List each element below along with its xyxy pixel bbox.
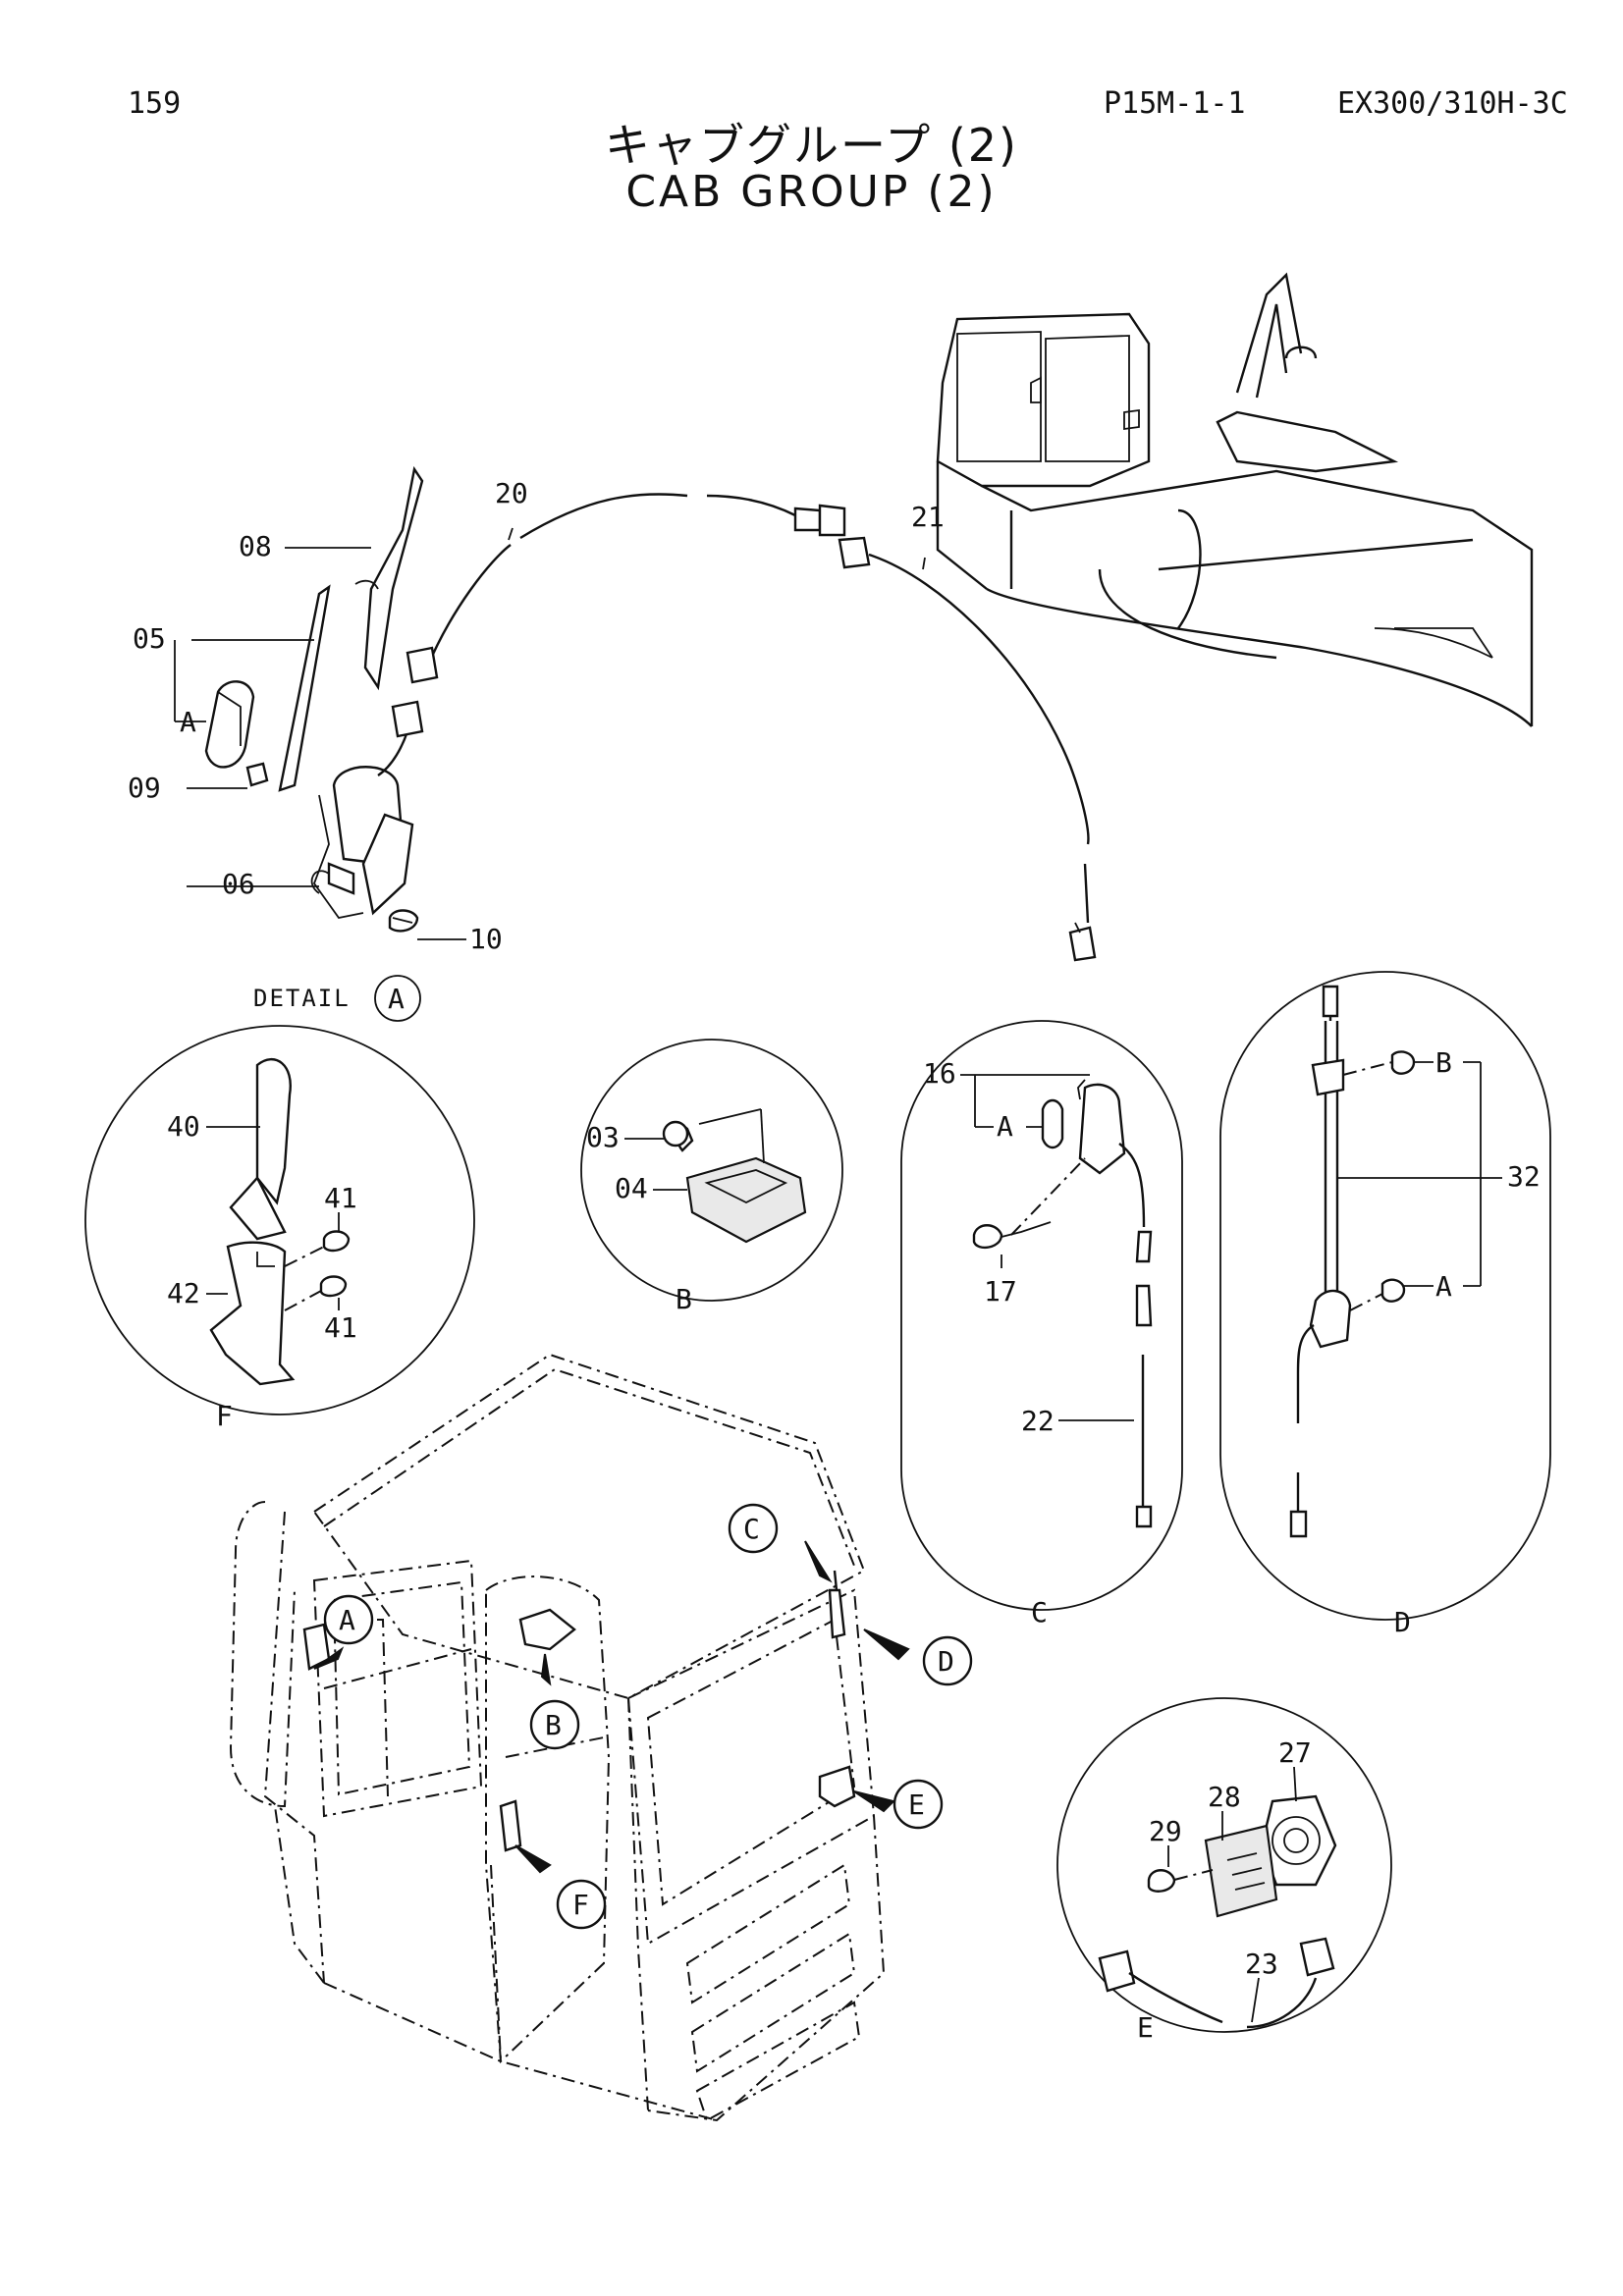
detail-f-letter: F <box>216 1400 233 1432</box>
part-label-04: 04 <box>615 1172 648 1204</box>
svg-text:F: F <box>572 1889 589 1921</box>
part-label-28: 28 <box>1208 1781 1241 1813</box>
excavator-illustration <box>936 272 1534 727</box>
part-label-21: 21 <box>911 501 945 533</box>
detail-c-antenna-lamp <box>900 1020 1183 1611</box>
part-label-06: 06 <box>222 868 255 900</box>
svg-text:D: D <box>938 1645 954 1678</box>
detail-a-circle-letter: A <box>388 983 405 1015</box>
svg-text:C: C <box>743 1513 760 1545</box>
detail-b-switch <box>580 1039 843 1302</box>
detail-b-leaders <box>624 1138 687 1191</box>
detail-f-leaders <box>206 1126 340 1310</box>
page-number: 159 <box>128 86 182 121</box>
detail-caption: DETAIL <box>253 985 351 1012</box>
ref-label-d-a: A <box>1435 1270 1452 1303</box>
detail-c-letter: C <box>1031 1596 1048 1629</box>
part-label-08: 08 <box>239 530 272 562</box>
part-label-16: 16 <box>923 1057 956 1090</box>
detail-a-circle <box>374 975 421 1022</box>
detail-e-letter: E <box>1137 2011 1154 2044</box>
cab-callout-b: B <box>529 1699 580 1750</box>
cab-illustration <box>229 1353 910 2122</box>
ref-label-a: A <box>180 706 196 738</box>
part-label-20: 20 <box>495 477 528 509</box>
part-label-40: 40 <box>167 1110 200 1143</box>
page-code: P15M-1-1 <box>1104 86 1246 121</box>
cab-callout-d: D <box>922 1635 973 1686</box>
cab-callout-e: E <box>893 1779 944 1830</box>
ref-label-d-b: B <box>1435 1046 1452 1079</box>
title-japanese: キャブグループ (2) <box>604 119 1019 172</box>
part-label-10: 10 <box>469 923 503 955</box>
part-label-23: 23 <box>1245 1948 1278 1980</box>
cab-callout-c: C <box>728 1503 779 1554</box>
part-label-03: 03 <box>586 1121 620 1153</box>
detail-a-wiper-assembly <box>204 465 1097 962</box>
part-label-41-bottom: 41 <box>324 1311 357 1344</box>
detail-d-leaders <box>1337 1061 1502 1287</box>
part-label-09: 09 <box>128 772 161 804</box>
part-label-27: 27 <box>1278 1736 1312 1769</box>
part-label-05: 05 <box>133 622 166 655</box>
part-label-32: 32 <box>1507 1160 1541 1193</box>
detail-c-leaders <box>960 1074 1134 1421</box>
svg-text:B: B <box>545 1709 562 1741</box>
cab-callout-a: A <box>323 1594 374 1645</box>
detail-e-speaker <box>1056 1697 1392 2033</box>
detail-d-antenna <box>1219 971 1551 1621</box>
title-english: CAB GROUP (2) <box>625 167 998 217</box>
detail-b-letter: B <box>676 1283 692 1315</box>
cab-callout-f: F <box>556 1879 607 1930</box>
part-label-17: 17 <box>984 1275 1017 1308</box>
detail-a-leaders <box>174 527 926 940</box>
detail-d-letter: D <box>1394 1606 1411 1638</box>
part-label-42: 42 <box>167 1277 200 1309</box>
part-label-22: 22 <box>1021 1405 1055 1437</box>
detail-f-lever <box>84 1025 475 1415</box>
svg-text:A: A <box>339 1604 355 1636</box>
detail-e-leaders <box>1167 1766 1297 2023</box>
ref-label-c-a: A <box>997 1110 1013 1143</box>
part-label-41-top: 41 <box>324 1182 357 1214</box>
model-code: EX300/310H-3C <box>1337 86 1568 121</box>
svg-text:E: E <box>908 1789 925 1821</box>
part-label-29: 29 <box>1149 1815 1182 1847</box>
